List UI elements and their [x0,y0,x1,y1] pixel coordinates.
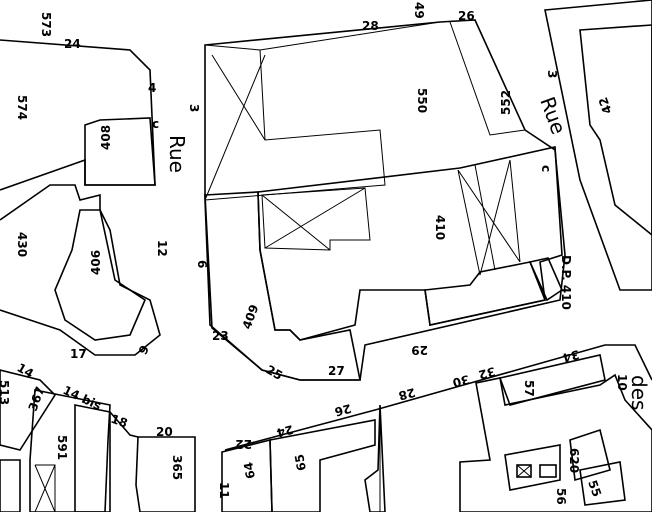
parcel-573: 573 [39,12,53,37]
number-32: 32 [477,364,497,382]
parcel-labels: 573 574 408 430 406 409 550 552 410 D.P.… [0,12,615,505]
number-25: 25 [264,362,285,382]
number-18: 18 [109,412,129,431]
block-central [204,19,566,381]
number-3-west: 3 [187,104,201,112]
parcel-513: 513 [0,380,11,405]
parcel-42: 42 [596,95,615,115]
parcel-56: 56 [554,488,568,505]
parcel-406: 406 [89,250,103,275]
parcel-dp-410: D.P. 410 [559,255,573,310]
parcel-620: 620 [567,448,581,473]
parcel-552: 552 [499,90,513,115]
street-label-rue-east: Rue [535,94,571,138]
street-label-des: des [627,375,651,410]
parcel-55: 55 [585,478,604,498]
number-24-top: 24 [64,37,81,51]
number-c-east: c [539,165,553,172]
parcel-408: 408 [99,125,113,150]
parcel-409: 409 [240,303,262,331]
number-24-bottom: 24 [275,422,295,440]
number-26-bottom: 26 [333,401,353,419]
number-29: 29 [411,343,428,357]
parcel-591: 591 [55,435,69,460]
number-20: 20 [156,425,173,439]
parcel-57: 57 [522,380,536,397]
number-28-top: 28 [362,19,379,33]
parcel-367: 367 [26,385,48,413]
number-26-top: 26 [458,9,475,23]
parcel-64: 64 [241,461,258,480]
block-bottom-left [0,369,196,512]
number-3-east: 3 [545,70,559,78]
number-23: 23 [212,329,229,343]
parcel-365: 365 [170,455,184,480]
number-c-west: c [152,117,159,131]
number-27: 27 [328,364,345,378]
parcel-430: 430 [15,232,29,257]
number-28-bottom: 28 [397,385,417,403]
number-6-west: 6 [195,260,209,268]
parcel-574: 574 [15,95,29,120]
street-label-rue-west: Rue [165,135,189,173]
number-4: 4 [148,81,156,95]
block-top-left [0,39,161,356]
number-30: 30 [451,372,471,390]
parcel-65: 65 [292,453,309,472]
number-17: 17 [70,347,87,361]
parcel-410: 410 [433,215,447,240]
number-12: 12 [155,240,169,257]
parcel-550: 550 [415,88,429,113]
number-10: 10 [615,374,629,391]
number-34: 34 [561,347,581,365]
number-22: 22 [235,437,252,451]
block-top-right [544,0,652,291]
number-14-bis: 14 bis [61,383,104,413]
block-bottom-center [221,344,652,512]
number-11: 11 [217,482,231,499]
block-bottom-right [459,354,652,512]
number-49: 49 [412,2,426,19]
